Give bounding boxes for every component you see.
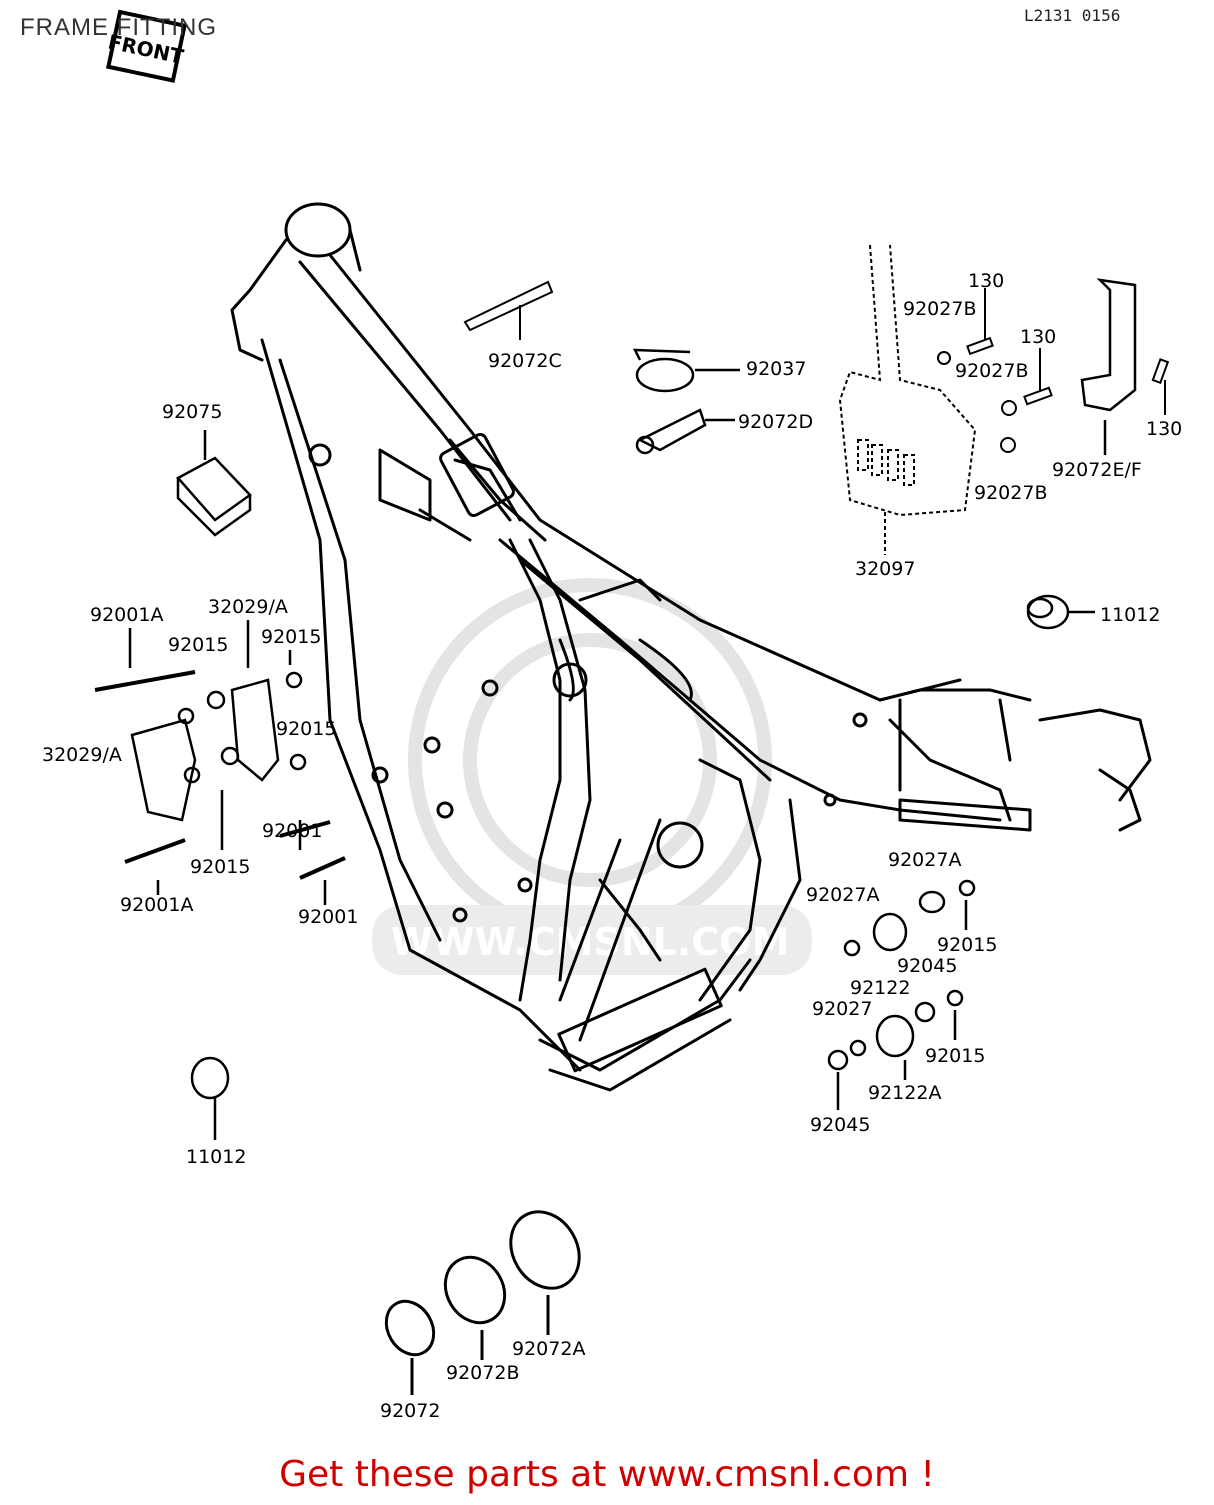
part-label-92027B-b[interactable]: 92027B	[955, 360, 1029, 382]
part-label-92037[interactable]: 92037	[746, 358, 807, 380]
footer-link[interactable]: Get these parts at www.cmsnl.com !	[279, 1454, 935, 1495]
part-label-92122[interactable]: 92122	[850, 977, 911, 999]
part-label-92015-b[interactable]: 92015	[261, 626, 322, 648]
part-label-92015-a[interactable]: 92015	[168, 634, 229, 656]
diagram-code: L2131 0156	[1024, 6, 1121, 25]
part-label-92072B[interactable]: 92072B	[446, 1362, 520, 1384]
part-label-130-a[interactable]: 130	[968, 270, 1005, 292]
part-92037	[632, 348, 740, 393]
right-mounts	[827, 879, 976, 1110]
part-label-92122A[interactable]: 92122A	[868, 1082, 942, 1104]
part-label-92072[interactable]: 92072	[380, 1400, 441, 1422]
part-32097	[838, 244, 977, 555]
part-label-92027A-a[interactable]: 92027A	[888, 849, 962, 871]
left-mounts	[94, 620, 346, 905]
part-92072C	[463, 280, 554, 340]
part-92072D	[635, 408, 735, 455]
part-label-92015-c[interactable]: 92015	[276, 718, 337, 740]
part-label-92027[interactable]: 92027	[812, 998, 873, 1020]
part-label-92072D[interactable]: 92072D	[738, 411, 814, 433]
part-label-92072A[interactable]: 92072A	[512, 1338, 586, 1360]
part-label-92045-b[interactable]: 92045	[810, 1114, 871, 1136]
part-label-92072EF[interactable]: 92072E/F	[1052, 459, 1142, 481]
part-label-92015-e[interactable]: 92015	[937, 934, 998, 956]
part-label-92001-a[interactable]: 92001	[262, 820, 323, 842]
front-badge: FRONT	[106, 9, 187, 83]
part-label-11012-right[interactable]: 11012	[1100, 604, 1161, 626]
part-label-92001A-bottom[interactable]: 92001A	[120, 894, 194, 916]
watermark-logo	[372, 578, 812, 975]
part-label-92001A-top[interactable]: 92001A	[90, 604, 164, 626]
part-label-92001-b[interactable]: 92001	[298, 906, 359, 928]
part-label-92045-a[interactable]: 92045	[897, 955, 958, 977]
watermark-text: WWW.CMSNL.COM	[391, 920, 790, 964]
part-label-92027A-b[interactable]: 92027A	[806, 884, 880, 906]
fasteners-top-right	[937, 288, 1170, 453]
part-label-11012-left[interactable]: 11012	[186, 1146, 247, 1168]
part-label-32097[interactable]: 32097	[855, 558, 916, 580]
caps-11012	[190, 594, 1095, 1140]
part-92075	[176, 430, 252, 537]
part-label-130-c[interactable]: 130	[1146, 418, 1183, 440]
clamps-bottom	[384, 1210, 581, 1395]
part-label-92072C[interactable]: 92072C	[488, 350, 562, 372]
page-title: FRAME FITTING	[20, 14, 217, 41]
part-label-92075[interactable]: 92075	[162, 401, 223, 423]
part-label-92027B-c[interactable]: 92027B	[974, 482, 1048, 504]
part-label-130-b[interactable]: 130	[1020, 326, 1057, 348]
part-label-92015-d[interactable]: 92015	[190, 856, 251, 878]
part-label-32029A-top[interactable]: 32029/A	[208, 596, 288, 618]
part-92072EF	[1080, 278, 1137, 455]
motorcycle-frame	[230, 202, 1152, 1092]
part-label-32029A-left[interactable]: 32029/A	[42, 744, 122, 766]
part-label-92027B-a[interactable]: 92027B	[903, 298, 977, 320]
part-label-92015-f[interactable]: 92015	[925, 1045, 986, 1067]
